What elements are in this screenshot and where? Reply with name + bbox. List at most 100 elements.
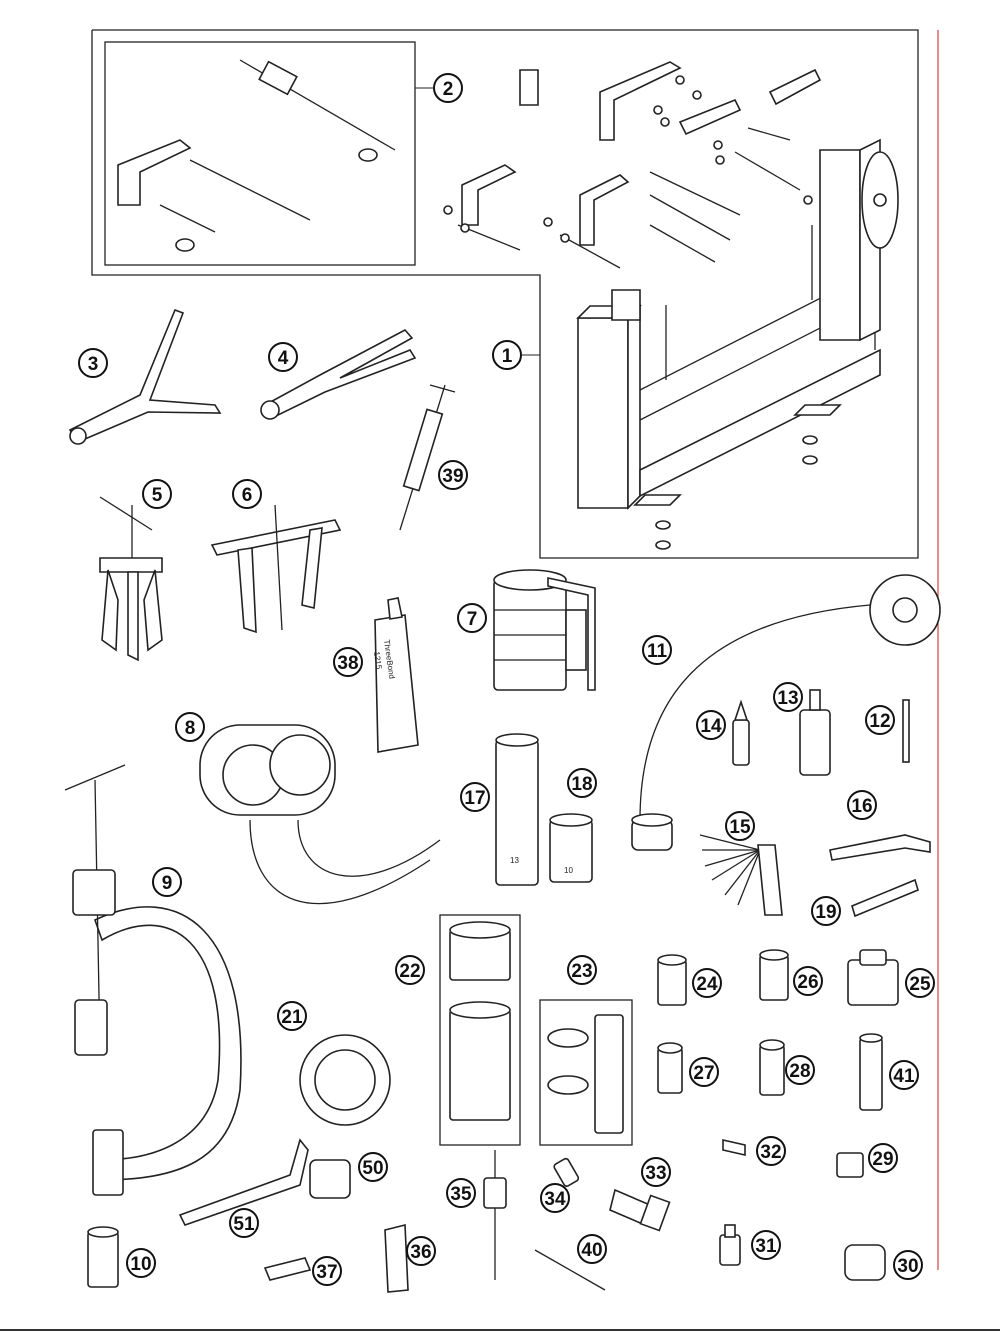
tool-26: [759, 949, 789, 1001]
feeler-strip-19: [851, 878, 919, 918]
tool-24: [657, 954, 687, 1006]
callout-22: 22: [395, 955, 425, 985]
tool-31: [719, 1224, 741, 1266]
callout-circle: [689, 1057, 719, 1087]
callout-41: 41: [889, 1060, 919, 1090]
callout-circle: [865, 705, 895, 735]
callout-circle: [268, 342, 298, 372]
tool-37: [263, 1257, 312, 1281]
callout-26: 26: [793, 966, 823, 996]
callout-number: 21: [281, 1007, 303, 1028]
callout-number: 33: [645, 1163, 666, 1184]
callout-11: 11: [642, 635, 672, 665]
callout-15: 15: [725, 811, 755, 841]
callout-40: 40: [577, 1234, 607, 1264]
callout-circle: [142, 479, 172, 509]
callout-circle: [540, 1183, 570, 1213]
callout-8: 8: [175, 712, 205, 742]
callout-circle: [905, 968, 935, 998]
callout-28: 28: [785, 1055, 815, 1085]
callout-33: 33: [641, 1157, 671, 1187]
tool-40: [534, 1249, 606, 1291]
callout-number: 32: [760, 1142, 781, 1163]
callout-circle: [457, 603, 487, 633]
callout-circle: [785, 1055, 815, 1085]
callout-number: 26: [797, 972, 818, 993]
callout-circle: [567, 955, 597, 985]
callout-circle: [773, 682, 803, 712]
callout-circle: [277, 1001, 307, 1031]
callout-circle: [78, 348, 108, 378]
callout-number: 7: [467, 609, 478, 630]
callout-16: 16: [847, 790, 877, 820]
callout-circle: [793, 966, 823, 996]
socket-17: 13: [495, 733, 539, 886]
dial-gauge-11: [631, 574, 941, 851]
callout-9: 9: [152, 867, 182, 897]
socket-18: 10: [549, 813, 593, 883]
callout-number: 12: [869, 711, 890, 732]
puller-5: [99, 496, 163, 662]
callout-19: 19: [811, 896, 841, 926]
callout-number: 9: [162, 873, 173, 894]
ring-compressor-7: [493, 569, 596, 691]
callout-10: 10: [126, 1248, 156, 1278]
tool-36: [384, 1223, 409, 1293]
callout-number: 19: [815, 902, 836, 923]
callout-number: 31: [755, 1236, 777, 1257]
tool-23: [539, 999, 633, 1146]
callout-circle: [642, 635, 672, 665]
callout-12: 12: [865, 705, 895, 735]
callout-5: 5: [142, 479, 172, 509]
callout-number: 41: [893, 1066, 915, 1087]
tool-33: [609, 1188, 671, 1232]
tool-10: [87, 1226, 119, 1288]
callout-38: 38: [333, 647, 363, 677]
callout-27: 27: [689, 1057, 719, 1087]
callout-number: 38: [337, 653, 358, 674]
tool-27: [657, 1042, 683, 1094]
tool-34: [553, 1157, 580, 1187]
callout-number: 16: [851, 796, 872, 817]
callout-36: 36: [406, 1236, 436, 1266]
callout-circle: [406, 1236, 436, 1266]
callout-number: 5: [152, 485, 163, 506]
callout-circle: [577, 1234, 607, 1264]
callout-circle: [889, 1060, 919, 1090]
callout-circle: [641, 1157, 671, 1187]
tool-41: [859, 1033, 883, 1111]
callout-circle: [847, 790, 877, 820]
callout-number: 51: [233, 1214, 255, 1235]
callout-17: 17: [460, 782, 490, 812]
callout-number: 2: [443, 79, 454, 100]
callout-3: 3: [78, 348, 108, 378]
callout-number: 1: [502, 346, 513, 367]
callout-circle: [868, 1143, 898, 1173]
socket-17-size-text: 13: [510, 856, 519, 865]
callout-31: 31: [751, 1230, 781, 1260]
syringe-39: [399, 384, 456, 531]
tool-30: [844, 1244, 886, 1281]
callout-number: 14: [700, 716, 722, 737]
tool-50: [309, 1159, 351, 1199]
callout-35: 35: [446, 1178, 476, 1208]
callout-circle: [395, 955, 425, 985]
frame-outline: [0, 29, 1000, 1331]
callout-number: 17: [464, 788, 485, 809]
callout-25: 25: [905, 968, 935, 998]
callout-number: 4: [278, 348, 289, 369]
callout-7: 7: [457, 603, 487, 633]
tool-28: [759, 1039, 785, 1096]
callout-number: 11: [647, 641, 668, 662]
callout-number: 24: [696, 974, 718, 995]
callout-circle: [152, 867, 182, 897]
callout-circle: [751, 1230, 781, 1260]
callout-circle: [446, 1178, 476, 1208]
callout-37: 37: [312, 1256, 342, 1286]
callout-circle: [333, 647, 363, 677]
callout-circle: [692, 968, 722, 998]
pliers-3: [68, 308, 222, 445]
callout-6: 6: [232, 479, 262, 509]
callout-number: 13: [777, 688, 798, 709]
